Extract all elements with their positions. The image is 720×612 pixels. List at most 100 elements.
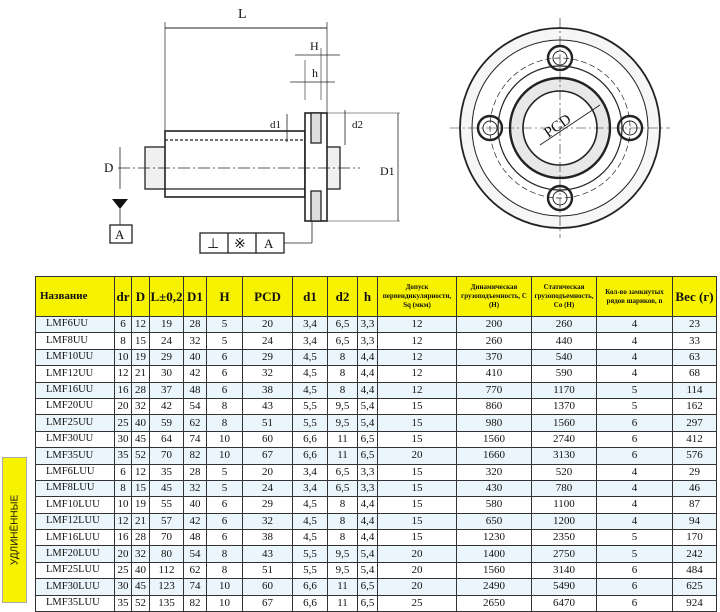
column-header: d1 xyxy=(292,276,328,317)
value-cell: 70 xyxy=(149,529,184,547)
value-cell: 21 xyxy=(131,512,150,531)
value-cell: 46 xyxy=(672,479,717,498)
value-cell: 29 xyxy=(149,348,184,367)
value-cell: 15 xyxy=(377,479,457,498)
value-cell: 135 xyxy=(149,594,184,612)
value-cell: 40 xyxy=(131,561,150,580)
value-cell: 4,5 xyxy=(292,496,328,514)
value-cell: 540 xyxy=(531,348,597,367)
value-cell: 6 xyxy=(206,365,243,383)
value-cell: 11 xyxy=(327,578,358,596)
value-cell: 410 xyxy=(456,365,532,383)
value-cell: 12 xyxy=(131,315,150,334)
value-cell: 51 xyxy=(242,561,293,580)
value-cell: 12 xyxy=(377,332,457,350)
model-name-cell: LMF35LUU xyxy=(35,594,115,612)
value-cell: 1100 xyxy=(531,496,597,514)
value-cell: 9,5 xyxy=(327,545,358,563)
value-cell: 1660 xyxy=(456,447,532,465)
value-cell: 43 xyxy=(242,545,293,563)
value-cell: 980 xyxy=(456,414,532,432)
value-cell: 4,5 xyxy=(292,512,328,531)
value-cell: 3,3 xyxy=(357,479,378,498)
value-cell: 6 xyxy=(206,529,243,547)
value-cell: 5 xyxy=(206,479,243,498)
model-name-cell: LMF6LUU xyxy=(35,463,115,481)
value-cell: 780 xyxy=(531,479,597,498)
value-cell: 24 xyxy=(149,332,184,350)
tolerance-perp: ⊥ xyxy=(207,237,219,252)
value-cell: 4 xyxy=(596,512,673,531)
value-cell: 8 xyxy=(327,512,358,531)
column-header: dr xyxy=(114,276,132,317)
value-cell: 242 xyxy=(672,545,717,563)
value-cell: 4,5 xyxy=(292,348,328,367)
value-cell: 6 xyxy=(206,381,243,399)
value-cell: 15 xyxy=(377,463,457,481)
value-cell: 38 xyxy=(242,529,293,547)
value-cell: 59 xyxy=(149,414,184,432)
value-cell: 19 xyxy=(131,348,150,367)
value-cell: 8 xyxy=(206,545,243,563)
value-cell: 860 xyxy=(456,397,532,416)
value-cell: 412 xyxy=(672,430,717,449)
model-name-cell: LMF30UU xyxy=(35,430,115,449)
value-cell: 15 xyxy=(131,332,150,350)
value-cell: 25 xyxy=(114,414,132,432)
dim-d1: d1 xyxy=(270,119,281,131)
value-cell: 32 xyxy=(183,332,207,350)
value-cell: 1560 xyxy=(531,414,597,432)
value-cell: 28 xyxy=(183,315,207,334)
column-header: Название xyxy=(35,276,115,317)
value-cell: 12 xyxy=(377,315,457,334)
value-cell: 4,4 xyxy=(357,348,378,367)
value-cell: 260 xyxy=(531,315,597,334)
column-header: D1 xyxy=(183,276,207,317)
value-cell: 25 xyxy=(377,594,457,612)
value-cell: 74 xyxy=(183,578,207,596)
value-cell: 15 xyxy=(377,414,457,432)
value-cell: 2490 xyxy=(456,578,532,596)
value-cell: 42 xyxy=(149,397,184,416)
value-cell: 70 xyxy=(149,447,184,465)
value-cell: 6 xyxy=(596,414,673,432)
value-cell: 6 xyxy=(596,594,673,612)
value-cell: 1170 xyxy=(531,381,597,399)
column-header: Допуск перпендикулярности, Sq (мкм) xyxy=(377,276,457,317)
model-name-cell: LMF10LUU xyxy=(35,496,115,514)
value-cell: 68 xyxy=(672,365,717,383)
value-cell: 42 xyxy=(183,512,207,531)
dim-D: D xyxy=(104,160,113,175)
value-cell: 15 xyxy=(377,529,457,547)
model-name-cell: LMF30LUU xyxy=(35,578,115,596)
value-cell: 9,5 xyxy=(327,397,358,416)
value-cell: 123 xyxy=(149,578,184,596)
value-cell: 1560 xyxy=(456,430,532,449)
value-cell: 1560 xyxy=(456,561,532,580)
value-cell: 15 xyxy=(377,430,457,449)
value-cell: 51 xyxy=(242,414,293,432)
value-cell: 48 xyxy=(183,381,207,399)
value-cell: 3,4 xyxy=(292,463,328,481)
value-cell: 38 xyxy=(242,381,293,399)
value-cell: 1400 xyxy=(456,545,532,563)
value-cell: 5 xyxy=(206,332,243,350)
model-name-cell: LMF20LUU xyxy=(35,545,115,563)
value-cell: 8 xyxy=(327,496,358,514)
value-cell: 32 xyxy=(131,397,150,416)
value-cell: 440 xyxy=(531,332,597,350)
column-header: Вес (г) xyxy=(672,276,717,317)
value-cell: 430 xyxy=(456,479,532,498)
value-cell: 6 xyxy=(206,496,243,514)
value-cell: 4 xyxy=(596,496,673,514)
value-cell: 11 xyxy=(327,594,358,612)
value-cell: 2740 xyxy=(531,430,597,449)
model-name-cell: LMF16UU xyxy=(35,381,115,399)
